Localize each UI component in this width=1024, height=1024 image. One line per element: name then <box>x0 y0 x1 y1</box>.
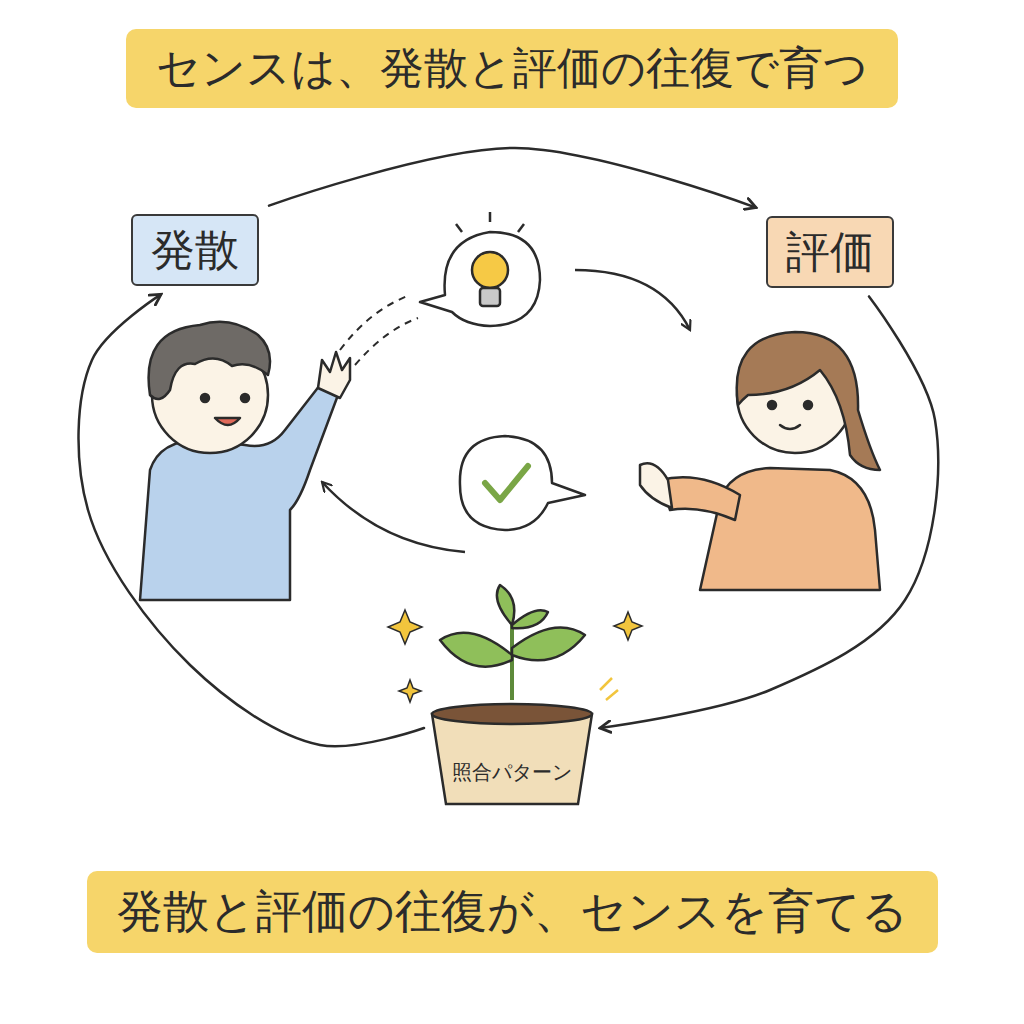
idea-bubble <box>420 212 540 326</box>
pot-body <box>432 714 592 804</box>
evaluator-person <box>640 332 880 590</box>
sprout <box>440 585 585 700</box>
sparkle <box>600 678 618 700</box>
cycle-arrow <box>269 148 756 208</box>
plant-pot: 照合パターン <box>428 696 596 808</box>
throw-motion <box>355 318 418 365</box>
approval-bubble <box>460 436 585 530</box>
caption-band-text: 発散と評価の往復が、センスを育てる <box>117 884 908 938</box>
title-band: センスは、発散と評価の往復で育つ <box>126 29 898 108</box>
diverger-person <box>140 322 350 600</box>
throw-motion <box>340 295 410 350</box>
sparkle <box>388 610 642 702</box>
flow-arrow <box>322 482 465 552</box>
pot-outline <box>428 696 596 808</box>
caption-band: 発散と評価の往復が、センスを育てる <box>87 871 938 953</box>
flow-arrow <box>575 270 690 330</box>
node-text: 発散 <box>151 224 239 275</box>
stage-label: 発散 <box>131 214 259 287</box>
pot-soil <box>432 704 592 724</box>
cycle-arrow <box>600 296 938 728</box>
stage-label: 評価 <box>766 216 894 289</box>
node-text: 評価 <box>786 226 874 277</box>
cycle-arrow <box>79 294 424 746</box>
node-text: 照合パターン <box>452 759 572 808</box>
title-band-text: センスは、発散と評価の往復で育つ <box>156 42 868 93</box>
